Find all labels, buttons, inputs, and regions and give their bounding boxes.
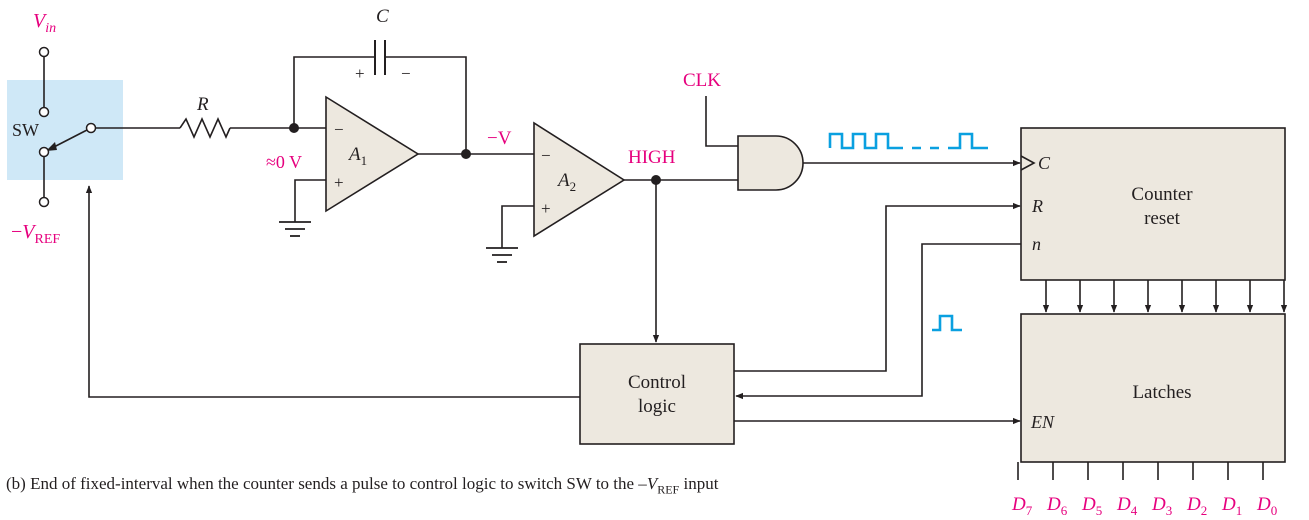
neg-v-label: −V (487, 128, 512, 149)
control-title-line2: logic (638, 396, 676, 417)
single-pulse-icon (932, 314, 962, 332)
output-label-d4: D4 (1116, 494, 1138, 518)
counter-block (1020, 127, 1286, 281)
output-label-d5: D5 (1081, 494, 1102, 518)
latches-enable-label: EN (1030, 412, 1055, 432)
clock-pulse-train-icon (828, 132, 988, 150)
ground-icon (486, 247, 518, 263)
a1-minus-sign: − (334, 120, 344, 139)
vref-terminal (38, 146, 50, 208)
control-logic-block (579, 343, 735, 445)
wire-control-to-reset (734, 202, 1021, 372)
wire-counter-n-to-control (735, 243, 1021, 400)
vin-label: Vin (33, 10, 56, 36)
counter-clock-label: C (1038, 153, 1051, 173)
clock-input-icon (1020, 155, 1036, 171)
output-label-d0: D0 (1256, 494, 1277, 518)
and-gate (737, 135, 804, 191)
a2-minus-sign: − (541, 146, 551, 165)
wire-cap-left (293, 56, 375, 128)
switch-label: SW (12, 120, 39, 140)
wire-a1-plus-to-ground (294, 179, 326, 222)
output-label-d7: D7 (1011, 494, 1033, 518)
counter-title-line1: Counter (1131, 184, 1193, 205)
opamp-a1 (325, 95, 420, 213)
a2-label: A2 (556, 170, 576, 194)
output-label-d2: D2 (1186, 494, 1207, 518)
switch-highlight (7, 80, 123, 180)
cap-plus-sign: + (355, 64, 365, 83)
a1-plus-sign: + (334, 173, 344, 192)
wire-control-to-switch (85, 185, 580, 398)
resistor-label: R (196, 94, 209, 115)
figure-caption: (b) End of fixed-interval when the count… (6, 474, 719, 497)
output-label-d6: D6 (1046, 494, 1068, 518)
resistor-symbol (179, 117, 231, 139)
high-label: HIGH (628, 147, 676, 168)
latches-block (1020, 313, 1286, 463)
counter-n-output-label: n (1032, 234, 1041, 254)
a2-plus-sign: + (541, 199, 551, 218)
clk-label: CLK (683, 70, 721, 91)
output-label-d1: D1 (1221, 494, 1242, 518)
output-labels: D7 D6 D5 D4 D3 D2 D1 D0 (1011, 494, 1277, 518)
vref-label: −VREF (11, 221, 60, 247)
capacitor-label: C (376, 6, 389, 27)
junction-a1-output (461, 149, 471, 159)
switch-element[interactable] (46, 122, 97, 152)
vin-terminal (38, 46, 50, 118)
approx-zero-label: ≈0 V (266, 152, 302, 172)
opamp-a2 (533, 121, 626, 238)
control-title-line1: Control (628, 372, 686, 393)
latches-title: Latches (1132, 382, 1191, 403)
cap-minus-sign: − (401, 64, 411, 83)
counter-to-latch-arrows (1042, 280, 1288, 313)
wire-a2-plus-to-ground (501, 205, 534, 248)
a1-label: A1 (347, 144, 367, 168)
latch-output-pins (1017, 462, 1264, 480)
wire-clk-to-and (705, 96, 738, 147)
wire-cap-right (385, 56, 467, 155)
counter-title-line2: reset (1144, 208, 1181, 229)
counter-reset-input-label: R (1031, 196, 1043, 216)
ground-icon (279, 221, 311, 237)
output-label-d3: D3 (1151, 494, 1172, 518)
